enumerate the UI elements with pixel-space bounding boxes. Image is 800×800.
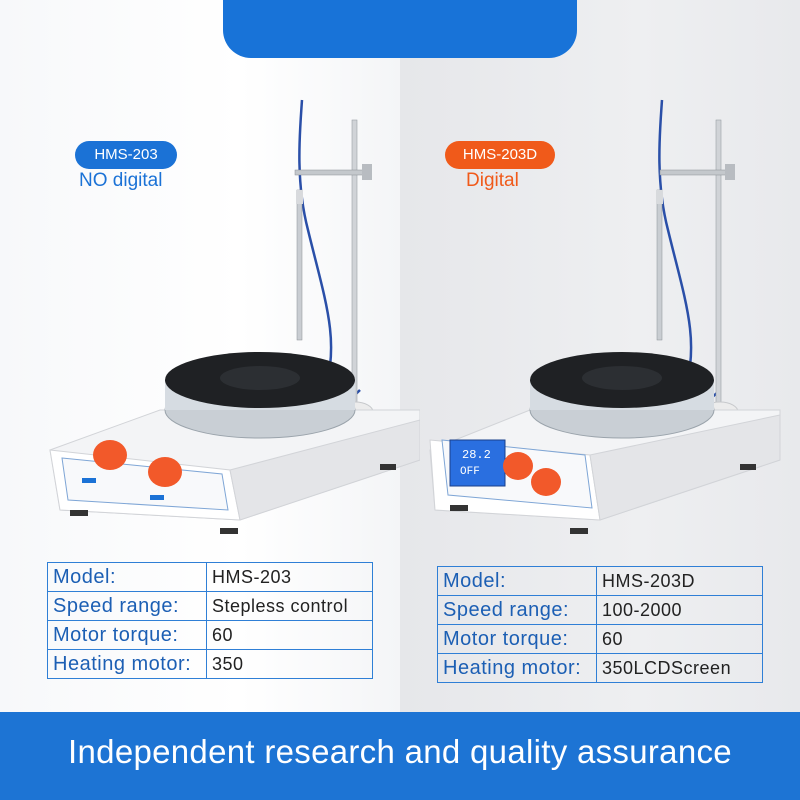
table-row: Speed range:Stepless control bbox=[47, 591, 373, 621]
spec-label: Model: bbox=[47, 562, 207, 592]
table-row: Model:HMS-203 bbox=[47, 562, 373, 592]
table-row: Motor torque:60 bbox=[437, 624, 763, 654]
table-row: Speed range:100-2000 bbox=[437, 595, 763, 625]
spec-label: Heating motor: bbox=[47, 649, 207, 679]
spec-label: Heating motor: bbox=[437, 653, 597, 683]
stirrer-hms-203-image bbox=[49, 99, 420, 534]
spec-label: Motor torque: bbox=[437, 624, 597, 654]
table-row: Model:HMS-203D bbox=[437, 566, 763, 596]
subtitle-digital: Digital bbox=[466, 170, 519, 191]
stirrer-hms-203d-image: 28.2 OFF bbox=[429, 99, 781, 534]
spec-label: Speed range: bbox=[437, 595, 597, 625]
footer-tagline: Independent research and quality assuran… bbox=[68, 733, 732, 770]
model-tag-hms-203: HMS-203 bbox=[75, 141, 177, 169]
spec-label: Motor torque: bbox=[47, 620, 207, 650]
table-row: Motor torque:60 bbox=[47, 620, 373, 650]
table-row: Heating motor:350LCDScreen bbox=[437, 653, 763, 683]
spec-label: Model: bbox=[437, 566, 597, 596]
table-row: Heating motor:350 bbox=[47, 649, 373, 679]
spec-value: 350 bbox=[206, 649, 373, 679]
spec-value: HMS-203D bbox=[596, 566, 763, 596]
spec-value: 60 bbox=[206, 620, 373, 650]
footer-banner bbox=[0, 712, 800, 800]
lcd-temperature-readout: 28.2 bbox=[462, 448, 491, 462]
model-tag-hms-203d: HMS-203D bbox=[445, 141, 555, 169]
top-tab-decoration bbox=[223, 0, 577, 58]
spec-table-hms-203d: Model:HMS-203D Speed range:100-2000 Moto… bbox=[437, 566, 763, 683]
spec-value: 60 bbox=[596, 624, 763, 654]
subtitle-no-digital: NO digital bbox=[79, 170, 163, 191]
spec-label: Speed range: bbox=[47, 591, 207, 621]
lcd-status-readout: OFF bbox=[460, 466, 480, 478]
spec-value: Stepless control bbox=[206, 591, 373, 621]
spec-value: 100-2000 bbox=[596, 595, 763, 625]
spec-table-hms-203: Model:HMS-203 Speed range:Stepless contr… bbox=[47, 562, 373, 679]
spec-value: HMS-203 bbox=[206, 562, 373, 592]
spec-value: 350LCDScreen bbox=[596, 653, 763, 683]
